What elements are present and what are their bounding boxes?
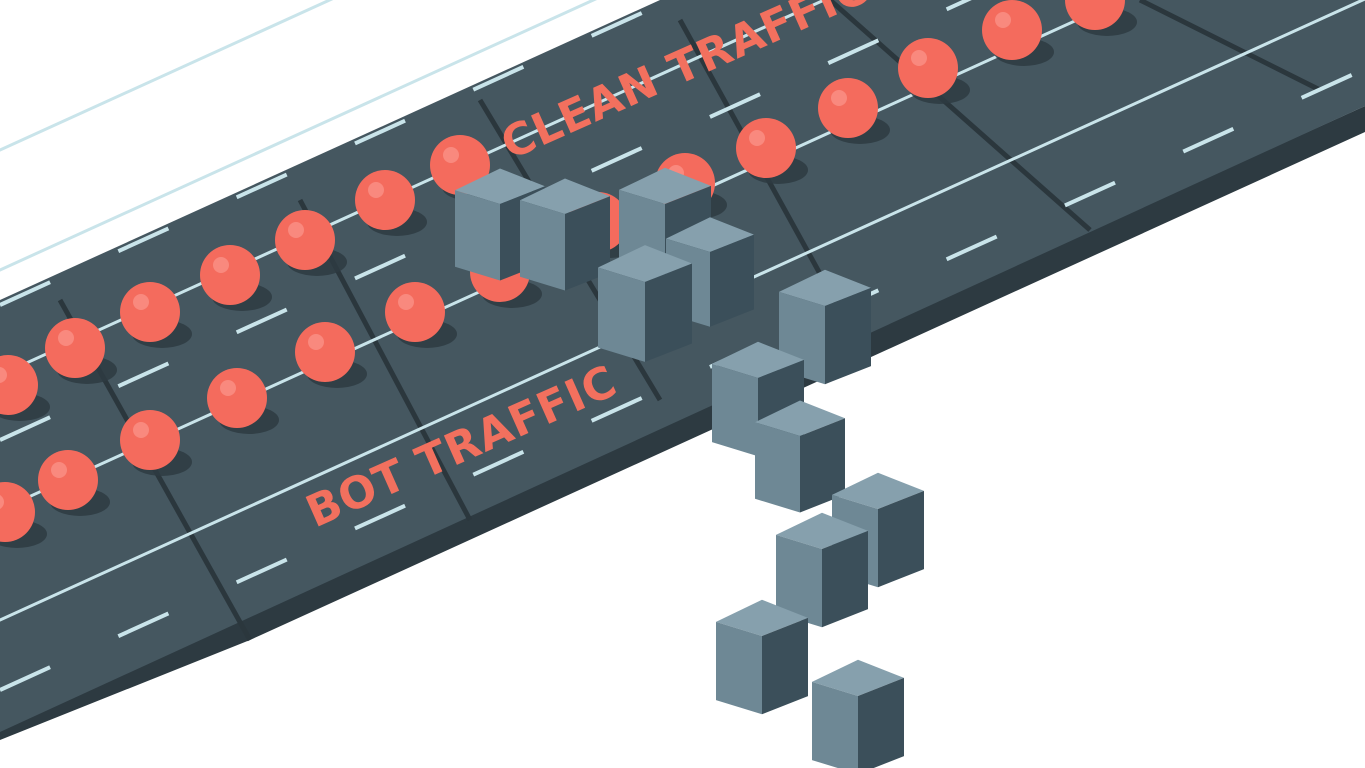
road-side-face <box>0 106 1365 740</box>
traffic-ball-icon <box>736 118 808 184</box>
traffic-ball-icon <box>45 318 117 384</box>
road-seam <box>1138 0 1322 93</box>
bot-cube-icon <box>520 178 610 291</box>
traffic-ball-icon <box>120 410 192 476</box>
traffic-ball-icon <box>1065 0 1137 36</box>
bot-cube-icon <box>812 659 904 768</box>
traffic-balls <box>0 0 1137 548</box>
traffic-ball-icon <box>355 170 427 236</box>
bot-cube-icon <box>776 512 868 628</box>
bot-cubes <box>455 167 924 768</box>
road-seam <box>828 0 1092 232</box>
traffic-ball-icon <box>898 38 970 104</box>
road <box>0 0 1365 740</box>
road-surface <box>0 0 1365 732</box>
bot-cube-icon <box>716 599 808 715</box>
traffic-ball-icon <box>295 322 367 388</box>
traffic-ball-icon <box>385 282 457 348</box>
traffic-ball-icon <box>207 368 279 434</box>
bot-cube-icon <box>598 245 692 362</box>
bot-cube-icon <box>755 400 845 513</box>
traffic-ball-icon <box>0 355 50 421</box>
traffic-ball-icon <box>818 78 890 144</box>
traffic-ball-icon <box>200 245 272 311</box>
traffic-ball-icon <box>982 0 1054 66</box>
traffic-ball-icon <box>275 210 347 276</box>
lane-divider-line <box>0 0 334 152</box>
traffic-ball-icon <box>38 450 110 516</box>
traffic-ball-icon <box>120 282 192 348</box>
traffic-ball-icon <box>0 482 47 548</box>
lane-divider-line <box>0 0 598 272</box>
